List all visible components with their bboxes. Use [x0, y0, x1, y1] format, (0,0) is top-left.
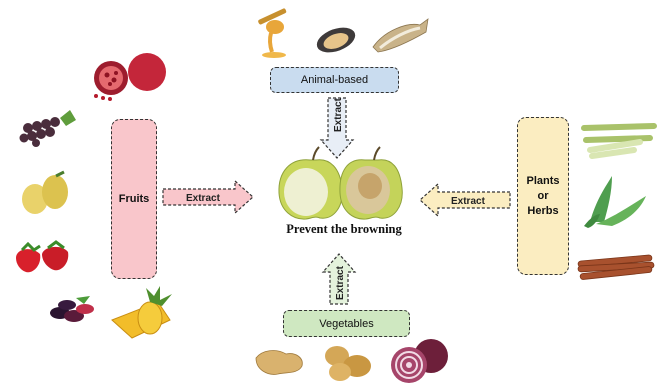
fresh-apple-icon — [278, 146, 343, 220]
aloe-vera-icon — [584, 176, 646, 228]
fruits-arrow-label: Extract — [186, 193, 221, 204]
plants-herbs-label: Plants or Herbs — [526, 174, 560, 217]
animal-based-box: Animal-based — [270, 67, 399, 93]
vegetables-arrow-label: Extract — [335, 265, 346, 300]
ginger-icon — [255, 350, 303, 375]
animal-arrow-label: Extract — [333, 97, 344, 132]
browned-apple-icon — [339, 146, 403, 220]
fruits-box: Fruits — [111, 119, 157, 279]
cinnamon-icon — [577, 254, 655, 280]
plants-extract-arrow: Extract — [419, 182, 511, 218]
potatoes-icon — [325, 346, 371, 381]
grapes-icon — [19, 110, 76, 147]
honey-icon — [258, 8, 287, 58]
fruits-extract-arrow: Extract — [162, 179, 254, 215]
fish-icon — [372, 18, 429, 53]
center-label: Prevent the browning — [286, 222, 402, 236]
fruits-label: Fruits — [118, 193, 150, 205]
animal-based-label: Animal-based — [300, 74, 369, 86]
pomegranate-icon — [94, 53, 166, 101]
vegetables-extract-arrow: Extract — [321, 253, 357, 305]
mulberries-icon — [50, 296, 94, 322]
animal-extract-arrow: Extract — [319, 97, 355, 159]
quince-icon — [22, 170, 68, 214]
plants-herbs-box: Plants or Herbs — [517, 117, 569, 275]
lemongrass-icon — [581, 123, 657, 159]
vegetables-box: Vegetables — [283, 310, 410, 337]
plants-arrow-label: Extract — [451, 196, 486, 207]
vegetables-label: Vegetables — [319, 317, 374, 330]
mussel-icon — [316, 27, 356, 53]
red-onion-icon — [391, 339, 448, 383]
pineapple-icon — [111, 286, 172, 339]
strawberries-icon — [16, 240, 69, 273]
